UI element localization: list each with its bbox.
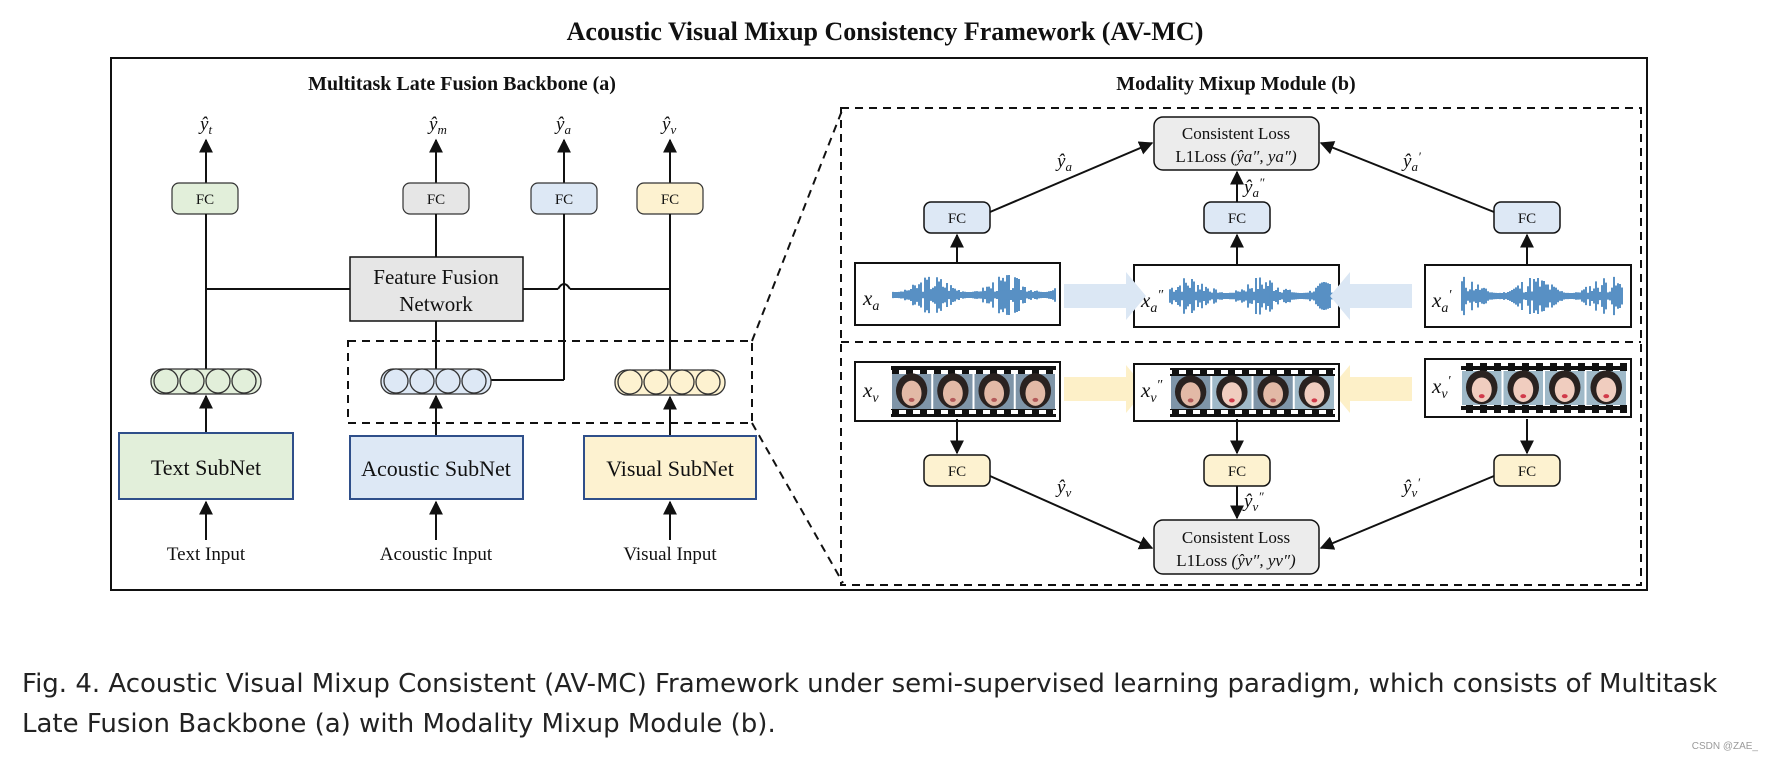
film-strip-xv-mix [1133,363,1340,422]
framework-diagram: Acoustic Visual Mixup Consistency Framew… [110,17,1648,591]
output-ya: ŷa [554,114,571,137]
fc-mix-visual-1 [923,454,991,487]
text-subnet-label: Text SubNet [151,455,261,480]
fc-mix-visual-2-label: FC [1228,464,1246,480]
watermark: CSDN @ZAE_ [1691,741,1758,752]
fc-fusion-label: FC [427,192,445,208]
visual-input-label: Visual Input [623,544,717,565]
output-yt: ŷt [198,114,212,137]
av-dashed-region [347,340,753,424]
yhat-a2-label: ŷa″ [1242,175,1265,200]
yhat-v2-label: ŷv″ [1242,489,1264,514]
waveform-xa-mix-signal [1169,277,1333,315]
text-subnet [118,432,294,500]
fc-mix-visual-3-label: FC [1518,464,1536,480]
fc-mix-acoustic-3 [1493,201,1561,234]
mixup-title: Modality Mixup Module (b) [1116,73,1355,95]
fc-mix-visual-3 [1493,454,1561,487]
visual-loss-formula: L1Loss (ŷv″, yv″) [1176,551,1296,570]
fc-visual-label: FC [661,192,679,208]
mix-arrow-visual-left [1330,365,1412,413]
acoustic-subnet [349,435,524,500]
output-ym: ŷm [427,114,447,137]
outer-frame [110,57,1648,591]
fusion-label-line2: Network [399,292,473,316]
visual-feature-vector [614,369,726,396]
text-input-label: Text Input [167,544,246,565]
mixup-dashed-frame [840,107,1642,586]
backbone-title: Multitask Late Fusion Backbone (a) [308,73,616,95]
fc-mix-acoustic-3-label: FC [1518,211,1536,227]
text-feature-vector [150,368,262,395]
yhat-a3-label: ŷa′ [1401,149,1421,174]
mix-arrow-acoustic-left [1330,272,1412,320]
mix-arrow-visual-right [1064,365,1146,413]
visual-subnet [583,435,757,500]
acoustic-loss-formula: L1Loss (ŷa″, ya″) [1175,147,1297,166]
yhat-v-label: ŷv [1055,477,1071,500]
acoustic-loss-title: Consistent Loss [1182,124,1290,143]
acoustic-input-label: Acoustic Input [380,544,493,565]
visual-subnet-label: Visual SubNet [606,456,734,481]
acoustic-consistent-loss [1153,116,1320,171]
fusion-label-line1: Feature Fusion [373,265,499,289]
acoustic-subnet-label: Acoustic SubNet [361,456,511,481]
mix-arrow-acoustic-right [1064,272,1146,320]
visual-consistent-loss [1153,519,1320,575]
visual-loss-title: Consistent Loss [1182,528,1290,547]
figure-title: Acoustic Visual Mixup Consistency Framew… [567,17,1204,46]
fc-acoustic-label: FC [555,192,573,208]
fc-mix-acoustic-2-label: FC [1228,211,1246,227]
fc-text-label: FC [196,192,214,208]
feature-fusion-network [349,256,524,322]
film-strip-xv [854,361,1061,422]
zoom-line-bottom [751,422,844,584]
film-strip-xv-prime [1424,358,1632,418]
acoustic-feature-vector [380,368,492,395]
fc-mix-visual-1-label: FC [948,464,966,480]
fc-mix-acoustic-1 [923,201,991,234]
waveform-xa-signal [892,275,1056,315]
zoom-line-top [751,107,844,342]
yhat-v3-label: ŷv′ [1401,475,1420,500]
figure-caption: Fig. 4. Acoustic Visual Mixup Consistent… [22,669,1718,739]
output-yv: ŷv [660,114,676,137]
waveform-xa-prime-signal [1461,276,1623,316]
fc-mix-acoustic-1-label: FC [948,211,966,227]
yhat-a-label: ŷa [1055,151,1072,174]
